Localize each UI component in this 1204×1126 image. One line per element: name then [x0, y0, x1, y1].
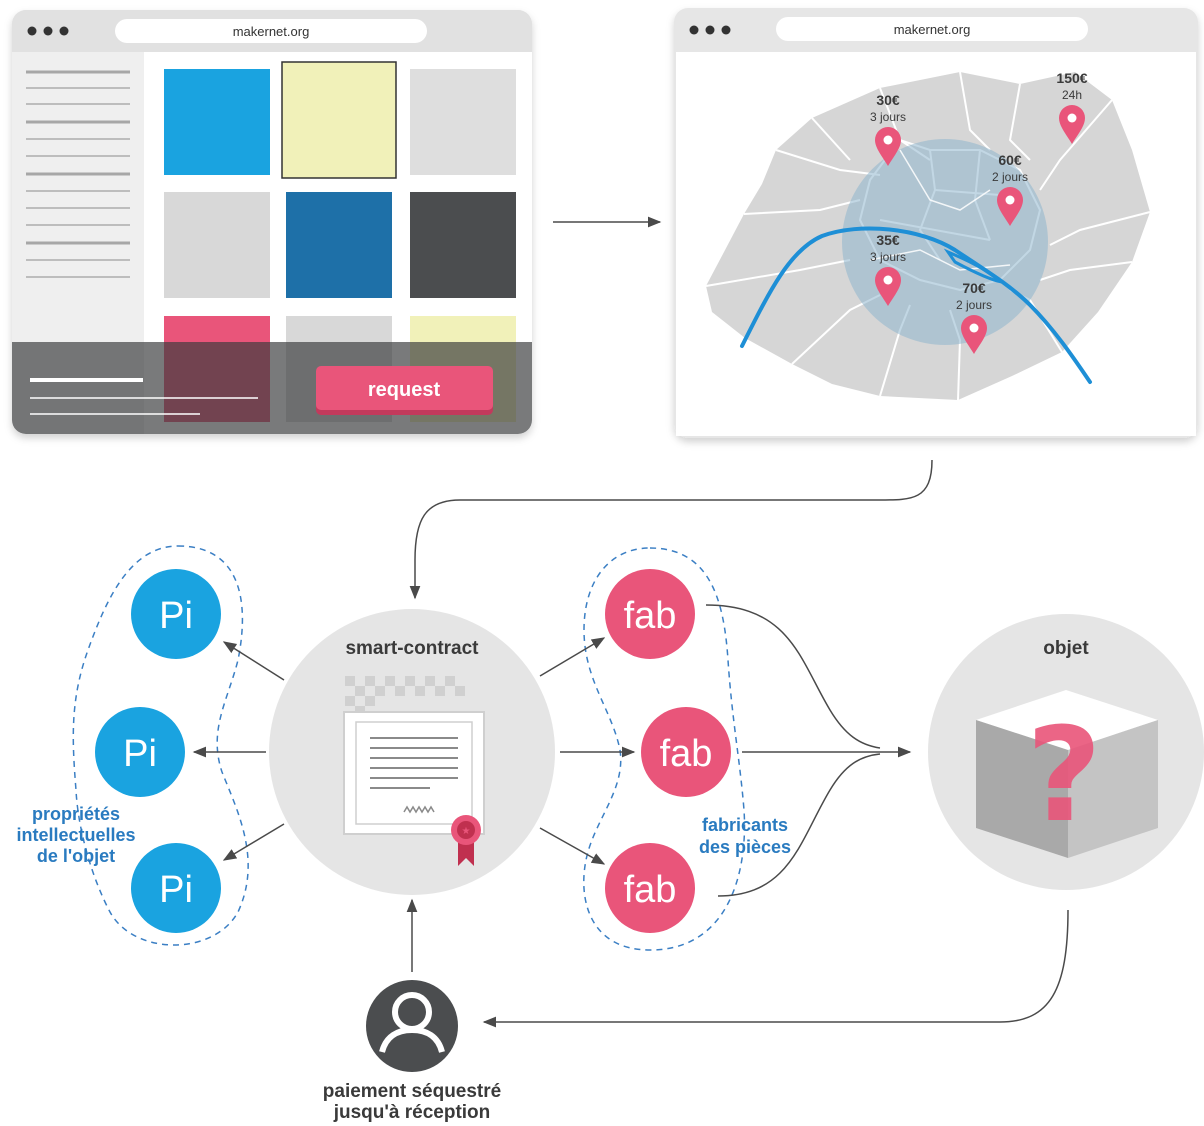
ip-label-line-3: de l'objet	[37, 846, 115, 866]
ip-label-line-2: intellectuelles	[16, 825, 135, 845]
pin-price: 60€	[998, 152, 1022, 168]
address-bar-url: makernet.org	[894, 22, 971, 37]
payment-label-line-2: jusqu'à réception	[333, 1102, 491, 1123]
arrow-map-to-contract	[409, 459, 933, 600]
ip-node[interactable]: Pi	[131, 569, 221, 659]
window-dots	[689, 25, 731, 35]
ip-node[interactable]: Pi	[131, 843, 221, 933]
question-cube-icon: ?	[976, 690, 1158, 858]
pin-delay: 3 jours	[870, 110, 906, 124]
object-title: objet	[1043, 638, 1089, 659]
address-bar-url: makernet.org	[233, 24, 310, 39]
ip-node[interactable]: Pi	[95, 707, 185, 797]
fab-label-line-2: des pièces	[699, 837, 791, 857]
product-tile[interactable]	[410, 69, 516, 175]
arrow-object-to-payment	[482, 909, 1069, 1028]
ip-label-line-1: propriétés	[32, 804, 120, 824]
pin-delay: 2 jours	[992, 170, 1028, 184]
fab-node-label: fab	[624, 869, 677, 911]
arrows-fab-to-object	[705, 604, 912, 897]
product-tile[interactable]	[164, 192, 270, 298]
pin-price: 35€	[876, 232, 900, 248]
smart-contract-title: smart-contract	[345, 638, 479, 659]
payment-node[interactable]: paiement séquestré jusqu'à réception	[323, 980, 501, 1123]
location-pin-icon	[961, 315, 987, 354]
ip-node-label: Pi	[159, 595, 193, 637]
map-pin[interactable]: 70€ 2 jours	[956, 280, 992, 354]
address-bar[interactable]	[776, 17, 1088, 41]
object-node[interactable]: objet ?	[928, 614, 1204, 890]
location-pin-icon	[875, 267, 901, 306]
location-pin-icon	[1059, 105, 1085, 144]
arrows-contract-to-fab	[539, 637, 636, 865]
pin-delay: 2 jours	[956, 298, 992, 312]
fab-group-label: fabricants des pièces	[699, 815, 791, 857]
map-pin[interactable]: 60€ 2 jours	[992, 152, 1028, 226]
product-tile[interactable]	[281, 61, 397, 179]
ip-node-label: Pi	[159, 869, 193, 911]
sidebar-menu	[26, 70, 130, 278]
svg-text:★: ★	[462, 826, 471, 837]
pin-price: 30€	[876, 92, 900, 108]
product-tile[interactable]	[286, 192, 392, 298]
fab-node[interactable]: fab	[605, 569, 695, 659]
product-tile[interactable]	[164, 69, 270, 175]
ip-group-label: propriétés intellectuelles de l'objet	[16, 804, 135, 866]
request-button[interactable]: request	[316, 366, 493, 415]
map-pin[interactable]: 35€ 3 jours	[870, 232, 906, 306]
fab-label-line-1: fabricants	[702, 815, 788, 835]
contract-document-icon: ★	[343, 676, 485, 866]
product-tile[interactable]	[410, 192, 516, 298]
browser-window-catalog: makernet.org request	[12, 10, 532, 434]
window-dots	[27, 26, 69, 36]
pin-delay: 3 jours	[870, 250, 906, 264]
pin-price: 70€	[962, 280, 986, 296]
fab-node[interactable]: fab	[641, 707, 731, 797]
svg-text:?: ?	[1026, 699, 1101, 851]
ip-group-outline	[72, 545, 249, 946]
map-pin[interactable]: 30€ 3 jours	[870, 92, 906, 166]
fab-node[interactable]: fab	[605, 843, 695, 933]
browser-window-map: makernet.org	[674, 8, 1198, 438]
request-button-label: request	[368, 379, 441, 401]
map-pin[interactable]: 150€ 24h	[1056, 70, 1088, 144]
payment-label-line-1: paiement séquestré	[323, 1081, 501, 1102]
smart-contract-node[interactable]: smart-contract	[269, 609, 555, 895]
location-pin-icon	[997, 187, 1023, 226]
arrows-contract-to-ip	[192, 641, 285, 861]
fab-node-label: fab	[660, 733, 713, 775]
fab-node-label: fab	[624, 595, 677, 637]
location-pin-icon	[875, 127, 901, 166]
pin-price: 150€	[1056, 70, 1087, 86]
seal-ribbon-icon: ★	[451, 815, 481, 866]
ip-node-label: Pi	[123, 733, 157, 775]
pin-delay: 24h	[1062, 88, 1082, 102]
map-pins: 30€ 3 jours 150€ 24h 60€ 2 jours 35€ 3 jours 70€…	[870, 70, 1088, 354]
fab-group-outline	[583, 547, 746, 951]
user-icon	[366, 980, 458, 1072]
address-bar[interactable]	[115, 19, 427, 43]
